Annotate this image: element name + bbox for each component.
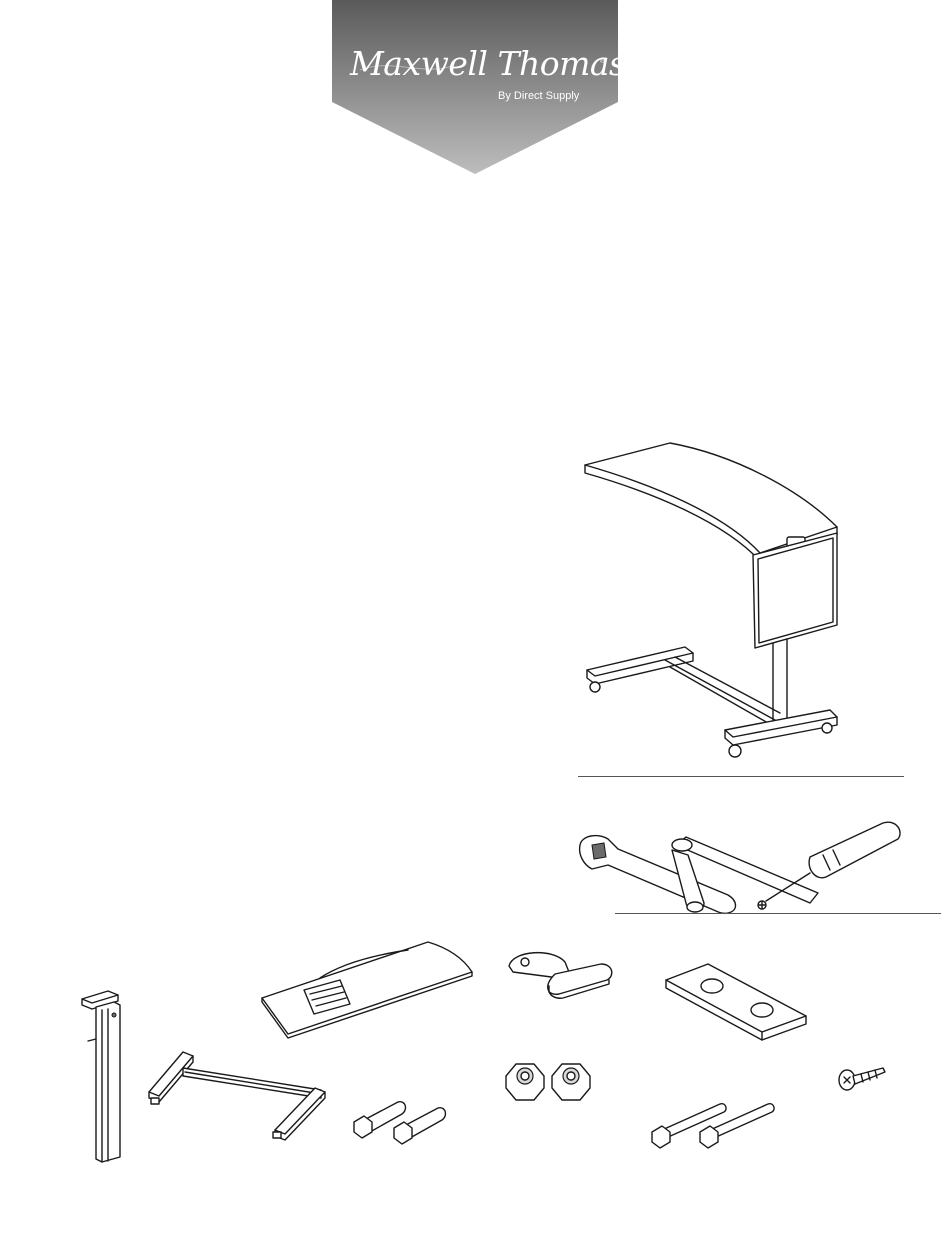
mounting-plate-drawing <box>662 960 812 1050</box>
assembled-table-drawing <box>575 435 850 765</box>
divider-line <box>615 913 941 914</box>
long-bolts-part <box>648 1100 778 1150</box>
screw-drawing <box>835 1060 890 1095</box>
column-drawing <box>78 985 138 1165</box>
short-bolts-drawing <box>350 1092 460 1152</box>
screw-part <box>835 1060 890 1095</box>
brand-badge-shape <box>332 0 618 175</box>
base-frame-drawing <box>145 1050 335 1140</box>
table-top-part <box>258 938 478 1038</box>
tools-wrench-socket-screwdriver <box>578 815 908 925</box>
nuts-drawing <box>502 1058 597 1108</box>
base-frame-part <box>145 1050 335 1140</box>
brand-registered-mark: ® <box>600 58 605 65</box>
handle-drawing <box>503 948 623 1008</box>
tools-drawing <box>578 815 908 925</box>
long-bolts-drawing <box>648 1100 778 1150</box>
divider-line <box>578 776 904 777</box>
nuts-part <box>502 1058 597 1108</box>
brand-badge: Maxwell Thomas ® By Direct Supply <box>332 0 618 175</box>
brand-name: Maxwell Thomas <box>350 44 600 83</box>
short-bolts-part <box>350 1092 460 1152</box>
brand-tagline: By Direct Supply <box>498 90 579 102</box>
mounting-plate-part <box>662 960 812 1050</box>
column-part <box>78 985 138 1165</box>
assembled-overbed-table <box>575 435 850 765</box>
table-top-drawing <box>258 938 478 1038</box>
handle-part <box>503 948 623 1008</box>
